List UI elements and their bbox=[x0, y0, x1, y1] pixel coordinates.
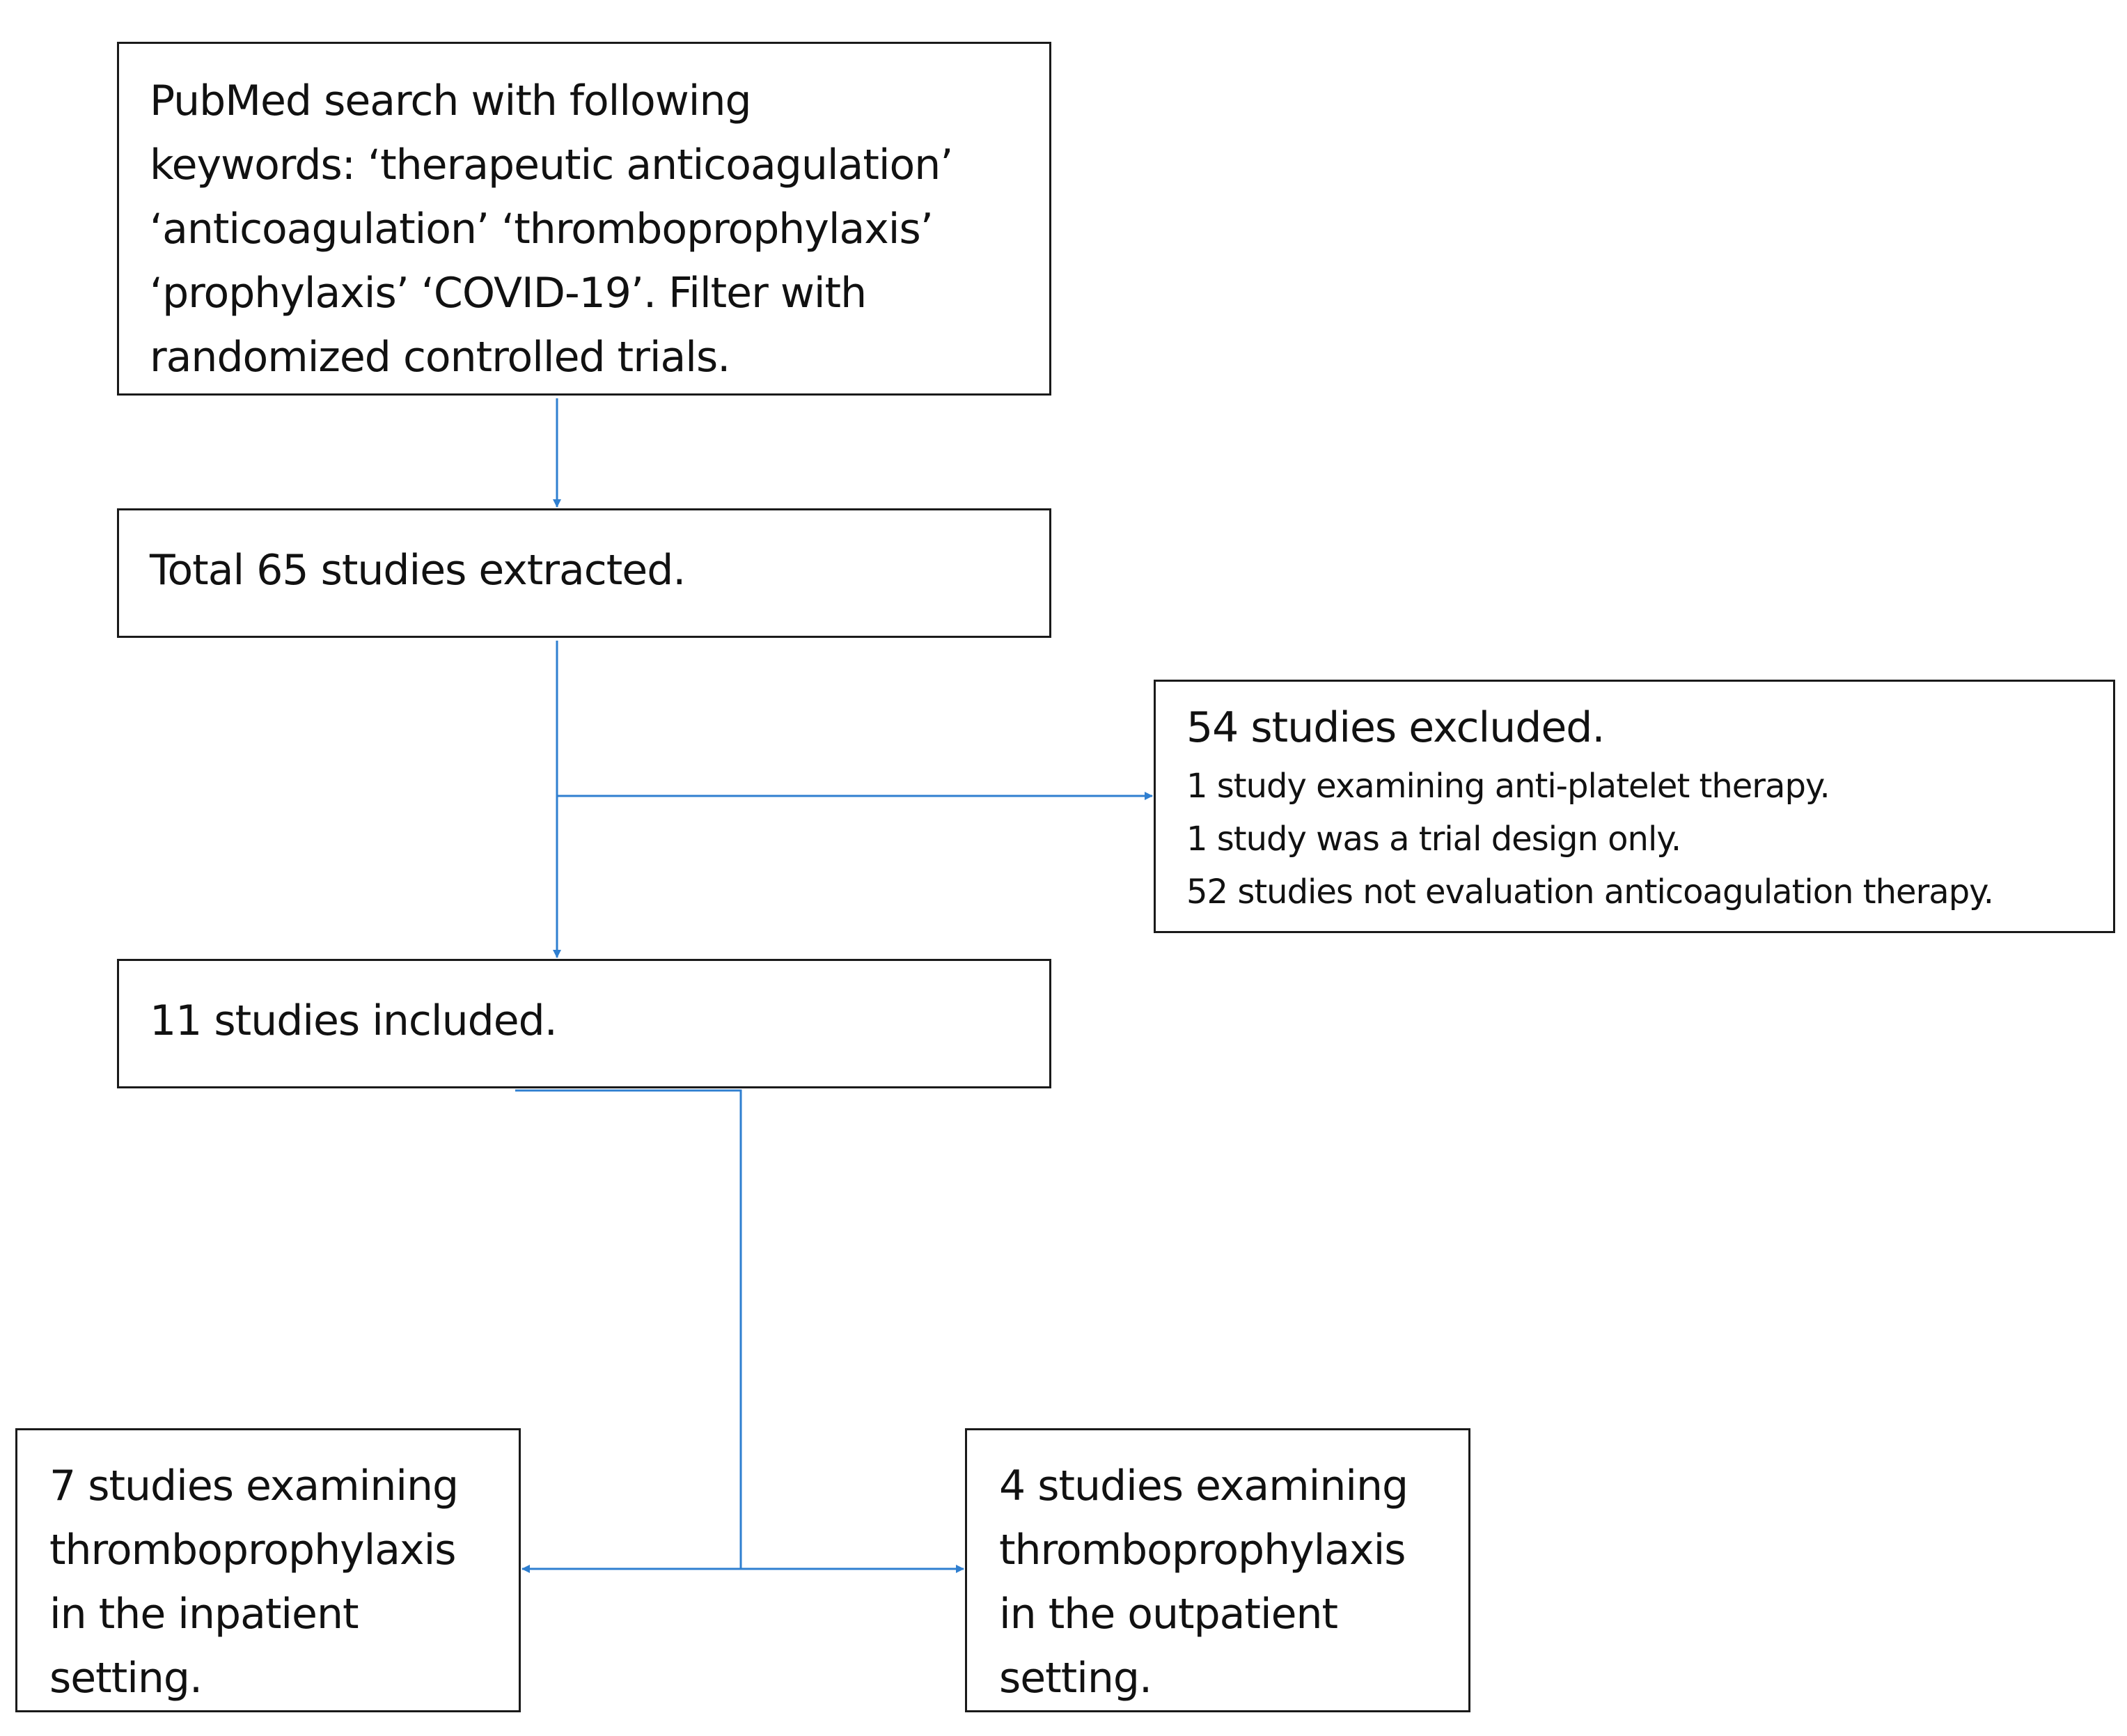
search-criteria-box: PubMed search with following keywords: ‘… bbox=[117, 42, 1051, 396]
search-line-3: ‘anticoagulation’ ‘thromboprophylaxis’ bbox=[150, 205, 934, 253]
outpatient-line-1: 4 studies examining bbox=[999, 1462, 1408, 1510]
search-line-4: ‘prophylaxis’ ‘COVID-19’. Filter with bbox=[150, 269, 867, 318]
connector-included-split bbox=[515, 1089, 742, 1569]
search-line-1: PubMed search with following bbox=[150, 77, 752, 125]
studies-excluded-box: 54 studies excluded. 1 study examining a… bbox=[1154, 680, 2115, 933]
outpatient-line-4: setting. bbox=[999, 1654, 1152, 1703]
studies-extracted-box: Total 65 studies extracted. bbox=[117, 508, 1051, 638]
inpatient-line-4: setting. bbox=[49, 1654, 203, 1703]
studies-excluded-title: 54 studies excluded. bbox=[1186, 703, 1605, 752]
inpatient-line-2: thromboprophylaxis bbox=[49, 1526, 457, 1574]
exclusion-reason-2: 1 study was a trial design only. bbox=[1186, 820, 1681, 859]
inpatient-line-1: 7 studies examining bbox=[49, 1462, 459, 1510]
studies-included-box: 11 studies included. bbox=[117, 959, 1051, 1088]
exclusion-reason-3: 52 studies not evaluation anticoagulatio… bbox=[1186, 873, 1994, 912]
search-line-2: keywords: ‘therapeutic anticoagulation’ bbox=[150, 141, 953, 189]
studies-extracted-text: Total 65 studies extracted. bbox=[150, 546, 686, 595]
inpatient-line-3: in the inpatient bbox=[49, 1590, 359, 1639]
search-line-5: randomized controlled trials. bbox=[150, 333, 730, 382]
outpatient-line-3: in the outpatient bbox=[999, 1590, 1338, 1639]
exclusion-reason-1: 1 study examining anti-platelet therapy. bbox=[1186, 767, 1830, 806]
outpatient-box: 4 studies examining thromboprophylaxis i… bbox=[965, 1428, 1470, 1712]
outpatient-line-2: thromboprophylaxis bbox=[999, 1526, 1406, 1574]
inpatient-box: 7 studies examining thromboprophylaxis i… bbox=[15, 1428, 521, 1712]
studies-included-text: 11 studies included. bbox=[150, 996, 558, 1045]
